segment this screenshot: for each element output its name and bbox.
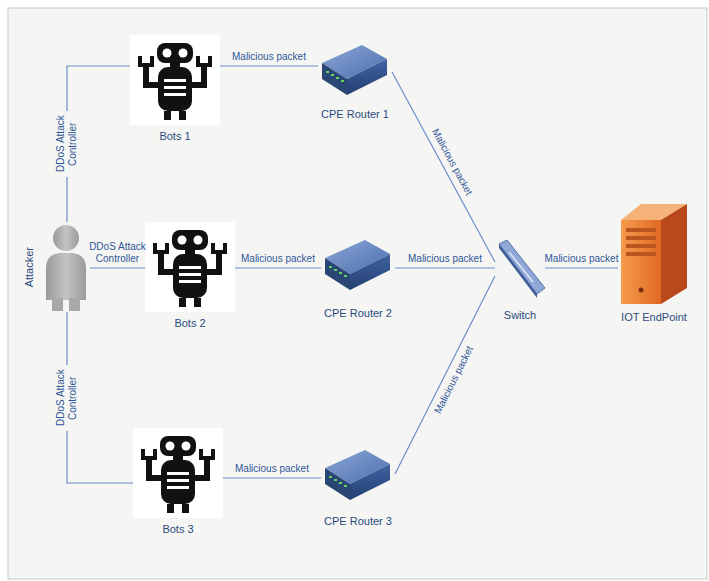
edge-label: Malicious packet <box>232 51 306 63</box>
node-label: Bots 1 <box>130 130 220 143</box>
router-node: CPE Router 2 <box>321 240 395 320</box>
router-icon <box>322 45 387 95</box>
router-node: CPE Router 1 <box>318 45 392 121</box>
bot-icon <box>130 35 220 125</box>
connector-line <box>235 267 321 268</box>
connector-line <box>90 267 145 268</box>
bot-node: Bots 2 <box>145 222 235 330</box>
bot-icon <box>145 222 235 312</box>
edge-label: DDoS Attack Controller <box>86 241 150 265</box>
bot-node: Bots 1 <box>130 35 220 143</box>
bot-icon <box>133 428 223 518</box>
edge-label: Malicious packet <box>241 253 315 265</box>
edge-label: Malicious packet <box>429 127 475 198</box>
bot-node: Bots 3 <box>133 428 223 536</box>
connector-line <box>223 477 321 478</box>
connector-line <box>392 72 495 262</box>
connector-line <box>395 276 495 474</box>
router-icon <box>325 240 390 290</box>
edge-label: Malicious packet <box>432 344 476 415</box>
attacker-node: Attacker <box>23 222 90 312</box>
connector-line <box>220 65 318 66</box>
edge-label: Malicious packet <box>235 463 309 475</box>
router-icon <box>325 450 390 500</box>
connector-line <box>545 267 618 268</box>
node-label: Bots 2 <box>145 317 235 330</box>
edge-label: Malicious packet <box>545 253 619 265</box>
switch-icon <box>499 240 545 298</box>
connector-line <box>395 267 495 268</box>
edge-label: DDoS Attack Controller <box>54 111 80 177</box>
node-label: CPE Router 3 <box>321 515 395 528</box>
edge-label: DDoS Attack Controller <box>54 365 80 431</box>
switch-node: Switch <box>495 240 545 322</box>
node-label: Bots 3 <box>133 523 223 536</box>
node-label: CPE Router 1 <box>318 108 392 121</box>
node-label: Attacker <box>23 247 36 287</box>
node-label: IOT EndPoint <box>618 311 690 324</box>
server-icon <box>621 204 687 304</box>
endpoint-node: IOT EndPoint <box>618 200 690 324</box>
panel <box>8 8 707 579</box>
edge-label: Malicious packet <box>408 253 482 265</box>
node-label: Switch <box>495 309 545 322</box>
node-label: CPE Router 2 <box>321 307 395 320</box>
router-node: CPE Router 3 <box>321 450 395 528</box>
attacker-figure <box>46 225 86 311</box>
